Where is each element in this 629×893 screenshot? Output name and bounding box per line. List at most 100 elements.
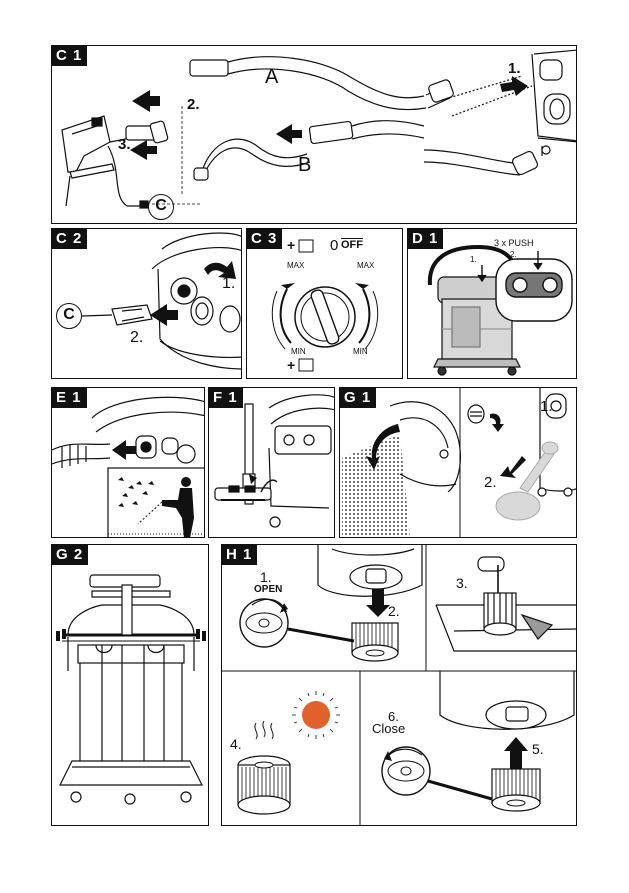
c1-step-1: 1. (508, 60, 521, 77)
filter-cartridge-1 (351, 622, 399, 662)
h1-open: OPEN (254, 584, 283, 595)
panel-tag-g1: G 1 (340, 388, 377, 408)
person-blowing (162, 477, 194, 537)
panel-h1: H 1 (221, 544, 577, 826)
c1-circle-c: C (148, 194, 174, 220)
vacuum-g1-right (537, 388, 576, 497)
c3-min-left: MIN (291, 347, 306, 356)
c2-step-1: 1. (222, 275, 236, 292)
c3-plus-top: + (287, 237, 296, 253)
hose-ribs (56, 629, 206, 641)
hose-e1 (52, 443, 111, 468)
panel-e1: E 1 (51, 387, 205, 538)
panel-tag-d1: D 1 (408, 229, 444, 249)
vacuum-f1 (268, 394, 334, 528)
c3-off: OFF (341, 239, 363, 251)
panel-tag-f1: F 1 (209, 388, 243, 408)
vacuum-e1 (91, 396, 204, 464)
vacuum-back-view (59, 574, 203, 805)
connector-line-2 (427, 779, 493, 801)
guide-lines (152, 106, 202, 205)
filter-cartridge-3 (491, 768, 541, 812)
panel-g1: G 1 (339, 387, 577, 538)
panel-tag-c2: C 2 (52, 229, 88, 249)
arrow-left-icon-2 (130, 140, 157, 160)
panel-g2: G 2 (51, 544, 209, 826)
panel-f1: F 1 (208, 387, 335, 538)
c2-circle-c: C (56, 303, 82, 329)
g1-illustration (342, 388, 576, 537)
vacuum-c1 (531, 49, 576, 156)
h1-step-2: 2. (388, 603, 400, 619)
arrow-down-left-icon (500, 456, 526, 478)
lid-g1 (389, 401, 461, 493)
leaves (118, 477, 154, 507)
c2-illustration (81, 232, 241, 370)
plug-socket-icon-bottom (298, 358, 314, 372)
arrow-up-icon (504, 737, 528, 769)
h1-step-5: 5. (532, 741, 544, 757)
panel-tag-e1: E 1 (52, 388, 87, 408)
circle-c-letter: C (63, 306, 75, 323)
plug-cable (81, 304, 153, 326)
h1-step-6: 6. (388, 709, 399, 724)
filter-cartridge-2 (237, 755, 291, 815)
c3-max-right: MAX (357, 261, 375, 270)
lock-knob-open (239, 598, 289, 648)
panel-tag-g2: G 2 (52, 545, 89, 565)
c3-plus-bottom: + (287, 357, 296, 373)
panel-d1: D 1 3 x PUSH 1. 2. (407, 228, 577, 379)
h1-step-1: 1. (260, 569, 272, 585)
hose-long (423, 75, 539, 176)
jigsaw-tool (61, 115, 169, 209)
h1-step-3: 3. (456, 575, 468, 591)
panel-tag-c3: C 3 (247, 229, 283, 249)
rinse-basin (435, 556, 576, 652)
curved-arrow-icon (260, 479, 278, 493)
c3-dial (271, 239, 379, 372)
c1-step-3: 3. (118, 136, 131, 153)
panel-c3: C 3 + 0 OFF MAX MAX MIN MIN + (246, 228, 403, 379)
dust-area (342, 434, 410, 536)
panel-tag-c1: C 1 (52, 46, 88, 66)
f1-illustration (214, 394, 334, 528)
lock-knob-close (381, 746, 431, 796)
c1-step-2: 2. (187, 96, 200, 113)
d1-step-2: 2. (510, 250, 517, 259)
connector-line (287, 627, 355, 643)
g1-step-2: 2. (484, 474, 497, 491)
c3-max-left: MAX (287, 261, 305, 270)
hose-a (189, 56, 454, 111)
plug-socket-icon (298, 239, 314, 253)
d1-push: 3 x PUSH (494, 238, 534, 248)
d1-illustration (427, 244, 573, 376)
rotate-arrow-icon (204, 261, 236, 279)
panel-tag-h1: H 1 (222, 545, 258, 565)
sun-icon (292, 691, 340, 739)
arrow-right-icon-1 (500, 76, 528, 96)
h1-illustration (222, 545, 576, 825)
arrow-down-icon (366, 589, 390, 617)
c3-min-right: MIN (353, 347, 368, 356)
hose-b (193, 120, 425, 181)
g1-step-1: 1. (540, 398, 553, 415)
arrow-right-icon (112, 440, 136, 460)
g2-illustration (56, 574, 206, 805)
curved-arrow-down-icon (366, 424, 400, 470)
drain-plug (467, 404, 485, 424)
label-a: A (265, 66, 279, 88)
arrow-left-icon-3 (276, 124, 302, 144)
arrow-icons (130, 76, 528, 160)
e1-illustration (52, 396, 204, 537)
steam-lines (254, 720, 274, 740)
c1-illustration (61, 49, 576, 209)
filter-housing-bottom (439, 671, 575, 730)
panel-c2: C 2 C 1. 2. (51, 228, 242, 379)
drain-hose (495, 441, 559, 521)
c2-step-2: 2. (130, 329, 144, 346)
vacuum-c2 (151, 232, 241, 370)
arrow-right-icon (150, 304, 178, 326)
label-b: B (298, 154, 312, 176)
arrow-left-icon-1 (132, 90, 160, 112)
circle-c-letter: C (155, 197, 167, 214)
